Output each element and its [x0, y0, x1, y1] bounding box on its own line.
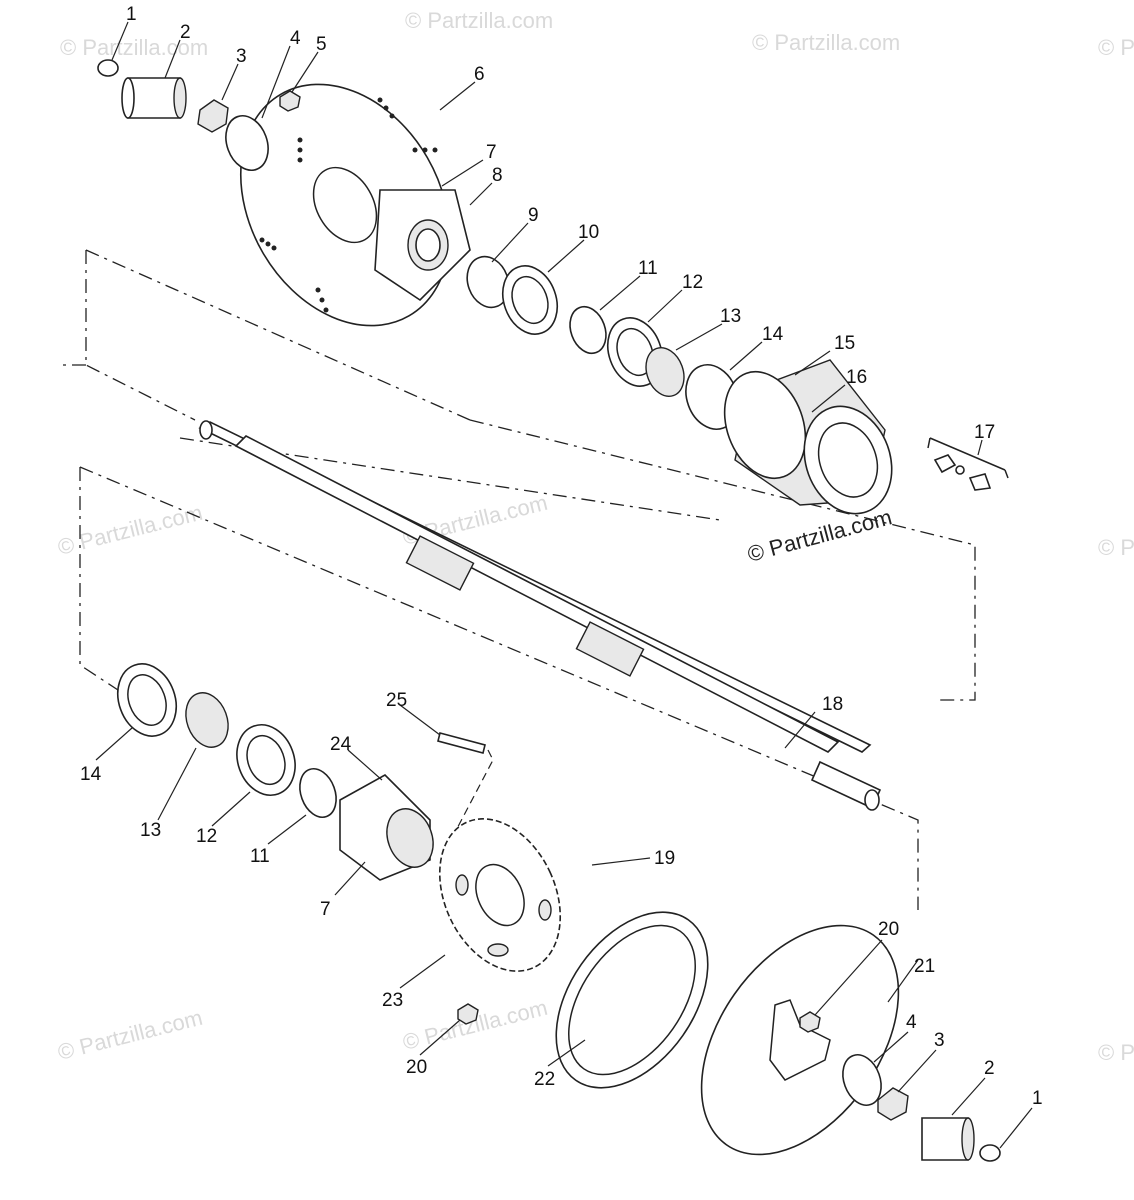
axle-shaft: [198, 420, 882, 811]
partzilla-watermark: © Partzilla.com: [745, 504, 895, 567]
callout-13b: 13: [140, 820, 161, 841]
callout-20a: 20: [406, 1057, 427, 1078]
callout-24: 24: [330, 734, 352, 755]
callout-20b: 20: [878, 919, 899, 940]
callout-12b: 12: [196, 826, 217, 847]
watermark: © Partzilla.com: [55, 500, 205, 560]
callout-10: 10: [578, 222, 599, 243]
watermark: © Partzilla.com: [1098, 35, 1134, 60]
watermark: © Partzilla.com: [1098, 535, 1134, 560]
callout-21: 21: [914, 956, 935, 977]
callout-2b: 2: [984, 1058, 995, 1079]
callout-3: 3: [236, 46, 247, 67]
sprocket: [438, 818, 562, 972]
hub-upper: [374, 189, 471, 302]
callout-14: 14: [762, 324, 784, 345]
watermark: © Partzilla.com: [60, 35, 208, 60]
bottom-small-parts: [457, 1003, 1001, 1162]
callout-9: 9: [528, 205, 539, 226]
callout-1: 1: [126, 4, 137, 25]
callout-23: 23: [382, 990, 403, 1011]
watermark-layer: © Partzilla.com © Partzilla.com © Partzi…: [55, 8, 1134, 1065]
bracket-17: [927, 437, 1009, 491]
callout-11b: 11: [250, 846, 270, 867]
callout-13: 13: [720, 306, 741, 327]
callout-2: 2: [180, 22, 191, 43]
callout-4b: 4: [906, 1012, 917, 1033]
callout-12: 12: [682, 272, 703, 293]
callout-1b: 1: [1032, 1088, 1043, 1109]
callout-7: 7: [486, 142, 497, 163]
callout-18: 18: [822, 694, 843, 715]
callout-25: 25: [386, 690, 407, 711]
watermark: © Partzilla.com: [405, 8, 553, 33]
callout-14b: 14: [80, 764, 102, 785]
callout-7b: 7: [320, 899, 331, 920]
callout-8: 8: [492, 165, 503, 186]
callout-15: 15: [834, 333, 855, 354]
brake-ring: [555, 911, 709, 1089]
callout-11: 11: [638, 258, 658, 279]
hub-lower: [339, 732, 494, 881]
watermark: © Partzilla.com: [400, 995, 550, 1055]
watermark: © Partzilla.com: [752, 30, 900, 55]
watermark: © Partzilla.com: [55, 1005, 205, 1065]
callout-labels: 1 2 3 4 5 6 7 8 9 10 11 12 13 14 15 16 1…: [80, 4, 1043, 1109]
top-small-parts: [97, 59, 301, 171]
callout-4: 4: [290, 28, 301, 49]
callout-5: 5: [316, 34, 327, 55]
callout-22: 22: [534, 1069, 555, 1090]
callout-19: 19: [654, 848, 675, 869]
upper-bearing-stack: [466, 255, 739, 430]
watermark: © Partzilla.com: [1098, 1040, 1134, 1065]
callout-3b: 3: [934, 1030, 945, 1051]
leader-lines: [95, 21, 1033, 1149]
callout-16: 16: [846, 367, 867, 388]
axle-housing: [723, 359, 893, 515]
callout-6: 6: [474, 64, 485, 85]
callout-17: 17: [974, 422, 995, 443]
lower-bearing-stack: [117, 663, 337, 819]
